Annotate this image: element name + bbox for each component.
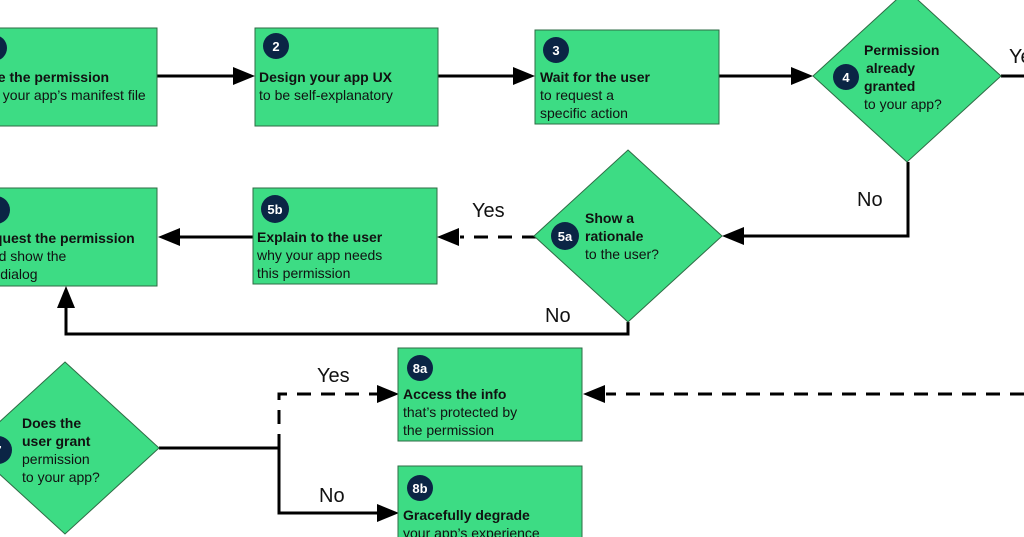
node-text: permission: [22, 451, 90, 467]
node-5b-explain-to-user: 5b Explain to the user why your app need…: [252, 187, 438, 285]
edge-4-no: [744, 162, 910, 238]
node-text: system dialog: [0, 266, 38, 282]
node-text: the permission: [403, 422, 494, 438]
arrowhead-icon: [583, 385, 605, 403]
edge-7-no: [277, 448, 378, 515]
arrowhead-icon: [233, 67, 255, 85]
node-text: to the user?: [585, 246, 659, 262]
connectors: [57, 67, 1024, 522]
arrowhead-icon: [377, 504, 399, 522]
node-8b-gracefully-degrade: 8b Gracefully degrade your app’s experie…: [397, 465, 583, 537]
node-text: in your app’s manifest file: [0, 87, 146, 103]
node-text: this permission: [257, 265, 350, 281]
arrowhead-icon: [513, 67, 535, 85]
node-title: user grant: [22, 433, 91, 449]
node-text: to your app?: [22, 469, 100, 485]
node-title: Permission: [864, 42, 939, 58]
svg-text:7: 7: [0, 443, 2, 458]
node-text: that’s protected by: [403, 404, 517, 420]
node-text: to your app?: [864, 96, 942, 112]
node-title: Wait for the user: [540, 69, 650, 85]
edge-label-5a-yes: Yes: [472, 200, 505, 222]
arrowhead-icon: [158, 228, 180, 246]
node-text: specific action: [540, 105, 628, 121]
arrowhead-icon: [722, 227, 744, 245]
node-4-already-granted: 4 Permission already granted to your app…: [812, 0, 1002, 163]
step-badge: [407, 475, 433, 501]
step-badge: [263, 33, 289, 59]
step-badge: [0, 436, 12, 464]
edge-7-yes: [277, 392, 378, 448]
node-7-user-grant: 7 Does the user grant permission to your…: [0, 361, 160, 535]
svg-text:3: 3: [552, 43, 559, 58]
svg-text:5b: 5b: [267, 202, 282, 217]
node-text: to request a: [540, 87, 614, 103]
node-title: Gracefully degrade: [403, 507, 530, 523]
step-badge: [551, 222, 579, 250]
node-text: and show the: [0, 248, 66, 264]
arrowhead-icon: [377, 385, 399, 403]
node-title: Explain to the user: [257, 229, 383, 245]
node-title: Show a: [585, 210, 634, 226]
edge-label-5a-no: No: [545, 305, 571, 327]
arrowhead-icon: [437, 228, 459, 246]
edge-label-7-yes: Yes: [317, 365, 350, 387]
node-title: Design your app UX: [259, 69, 393, 85]
edge-5a-no: [64, 308, 630, 336]
edge-label-4-yes: Yes: [1009, 46, 1024, 68]
edge-label-7-no: No: [319, 485, 345, 507]
node-2-design-ux: 2 Design your app UX to be self-explanat…: [254, 27, 439, 127]
step-badge: [261, 195, 289, 223]
node-title: Declare the permission: [0, 69, 109, 85]
edge-label-4-no: No: [857, 189, 883, 211]
svg-text:5a: 5a: [558, 229, 573, 244]
node-text: why your app needs: [256, 247, 382, 263]
step-badge: [0, 196, 10, 224]
svg-text:8b: 8b: [412, 481, 427, 496]
arrowhead-icon: [57, 286, 75, 308]
node-6-request-permission: 6 Request the permission and show the sy…: [0, 187, 158, 287]
node-text: to be self-explanatory: [259, 87, 393, 103]
svg-text:4: 4: [842, 70, 850, 85]
node-title: Does the: [22, 415, 81, 431]
node-title: Access the info: [403, 386, 506, 402]
node-3-wait-for-user: 3 Wait for the user to request a specifi…: [534, 29, 720, 125]
svg-text:2: 2: [272, 39, 279, 54]
step-badge: [833, 64, 859, 90]
svg-text:8a: 8a: [413, 361, 428, 376]
node-title: granted: [864, 78, 915, 94]
node-8a-access-info: 8a Access the info that’s protected by t…: [397, 347, 583, 442]
node-title: already: [866, 60, 915, 76]
step-badge: [407, 355, 433, 381]
node-title: Request the permission: [0, 230, 135, 246]
node-title: rationale: [585, 228, 644, 244]
step-badge: [543, 37, 569, 63]
node-text: your app’s experience: [403, 525, 540, 537]
step-badge: [0, 36, 7, 60]
node-5a-show-rationale: 5a Show a rationale to the user?: [533, 149, 723, 323]
arrowhead-icon: [791, 67, 813, 85]
node-1-declare-permission: 1 Declare the permission in your app’s m…: [0, 27, 158, 127]
